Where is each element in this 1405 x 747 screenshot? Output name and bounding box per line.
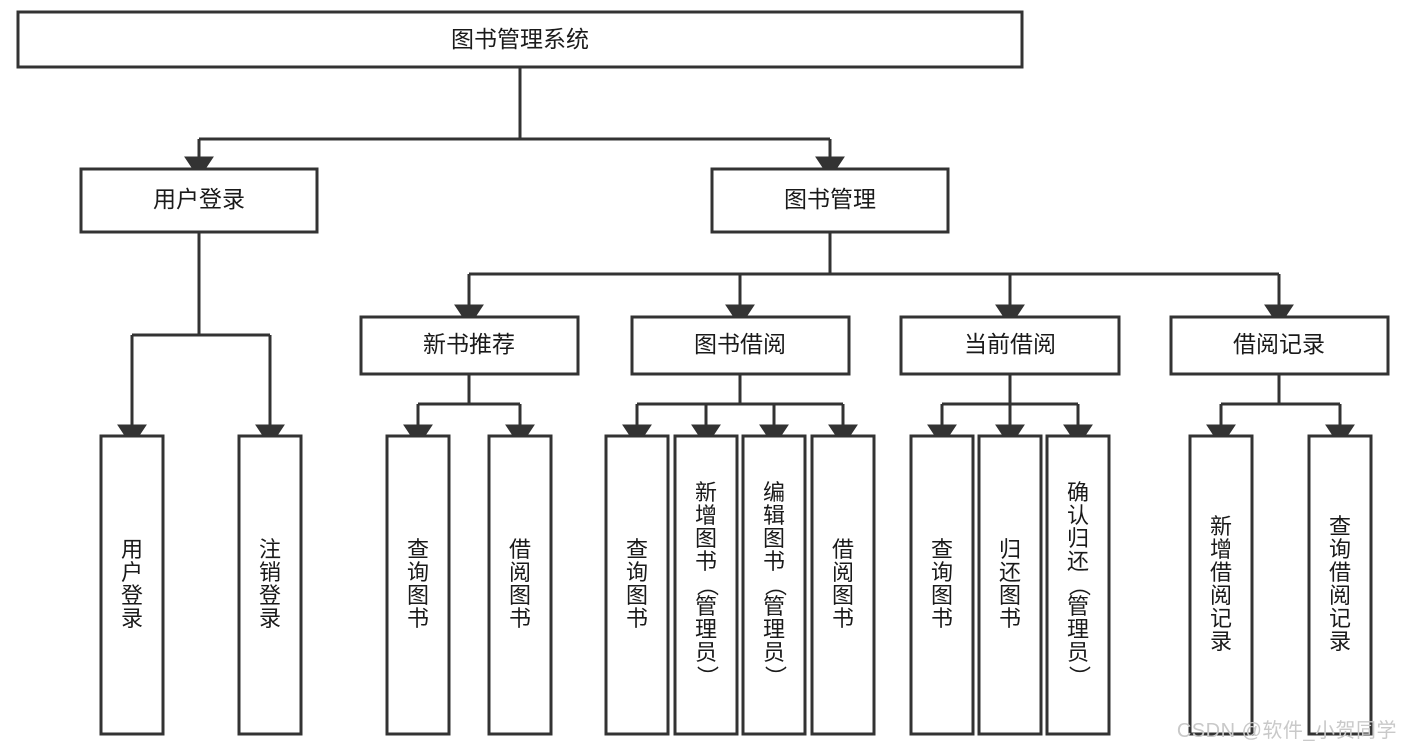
node-leaf-return-book-box[interactable] — [977, 434, 1043, 736]
connector-current-borrow-to-leaves — [927, 374, 1093, 447]
node-new-book-recommend-label: 新书推荐 — [423, 331, 515, 357]
node-book-borrow-box[interactable] — [630, 315, 851, 376]
node-leaf-add-record-box[interactable] — [1188, 434, 1254, 736]
node-book-borrow-label: 图书借阅 — [694, 331, 786, 357]
node-leaf-query-record-box[interactable] — [1307, 434, 1373, 736]
node-book-borrow[interactable]: 图书借阅 — [630, 315, 851, 376]
node-root-label: 图书管理系统 — [451, 26, 589, 52]
node-leaf-query-book-1-box[interactable] — [385, 434, 451, 736]
node-leaf-borrow-book-2-box[interactable] — [810, 434, 876, 736]
node-borrow-record-label: 借阅记录 — [1233, 331, 1325, 357]
node-leaf-edit-book-box[interactable] — [741, 434, 807, 736]
node-book-manage-label: 图书管理 — [784, 186, 876, 212]
node-current-borrow-box[interactable] — [899, 315, 1121, 376]
node-leaf-query-book-3-box[interactable] — [909, 434, 975, 736]
node-leaf-borrow-book-1-box[interactable] — [487, 434, 553, 736]
connector-book-borrow-to-leaves — [622, 374, 858, 447]
node-book-manage-box[interactable] — [710, 167, 950, 234]
node-leaf-add-book-box[interactable] — [673, 434, 739, 736]
node-leaf-user-login-box[interactable] — [99, 434, 165, 736]
node-user-login-label: 用户登录 — [153, 186, 245, 212]
node-root-box[interactable] — [16, 10, 1024, 69]
node-leaf-confirm-return-box[interactable] — [1045, 434, 1111, 736]
node-leaf-logout-login-box[interactable] — [237, 434, 303, 736]
node-new-book-recommend-box[interactable] — [359, 315, 580, 376]
node-current-borrow[interactable]: 当前借阅 — [899, 315, 1121, 376]
node-borrow-record[interactable]: 借阅记录 — [1169, 315, 1390, 376]
node-borrow-record-box[interactable] — [1169, 315, 1390, 376]
node-user-login[interactable]: 用户登录 — [79, 167, 319, 234]
connector-book-manage-to-level3 — [454, 232, 1294, 327]
node-user-login-box[interactable] — [79, 167, 319, 234]
node-leaf-query-book-2-box[interactable] — [604, 434, 670, 736]
node-book-manage[interactable]: 图书管理 — [710, 167, 950, 234]
connector-user-login-to-leaves — [117, 232, 285, 447]
connector-borrow-record-to-leaves — [1206, 374, 1355, 447]
csdn-watermark: CSDN @软件_小贺同学 — [1176, 720, 1397, 742]
node-current-borrow-label: 当前借阅 — [964, 331, 1056, 357]
node-new-book-recommend[interactable]: 新书推荐 — [359, 315, 580, 376]
connector-root-to-level2 — [184, 67, 845, 179]
leaf-boxes — [99, 434, 1373, 736]
connector-new-book-recommend-to-leaves — [403, 374, 535, 447]
node-root[interactable]: 图书管理系统 — [16, 10, 1024, 69]
